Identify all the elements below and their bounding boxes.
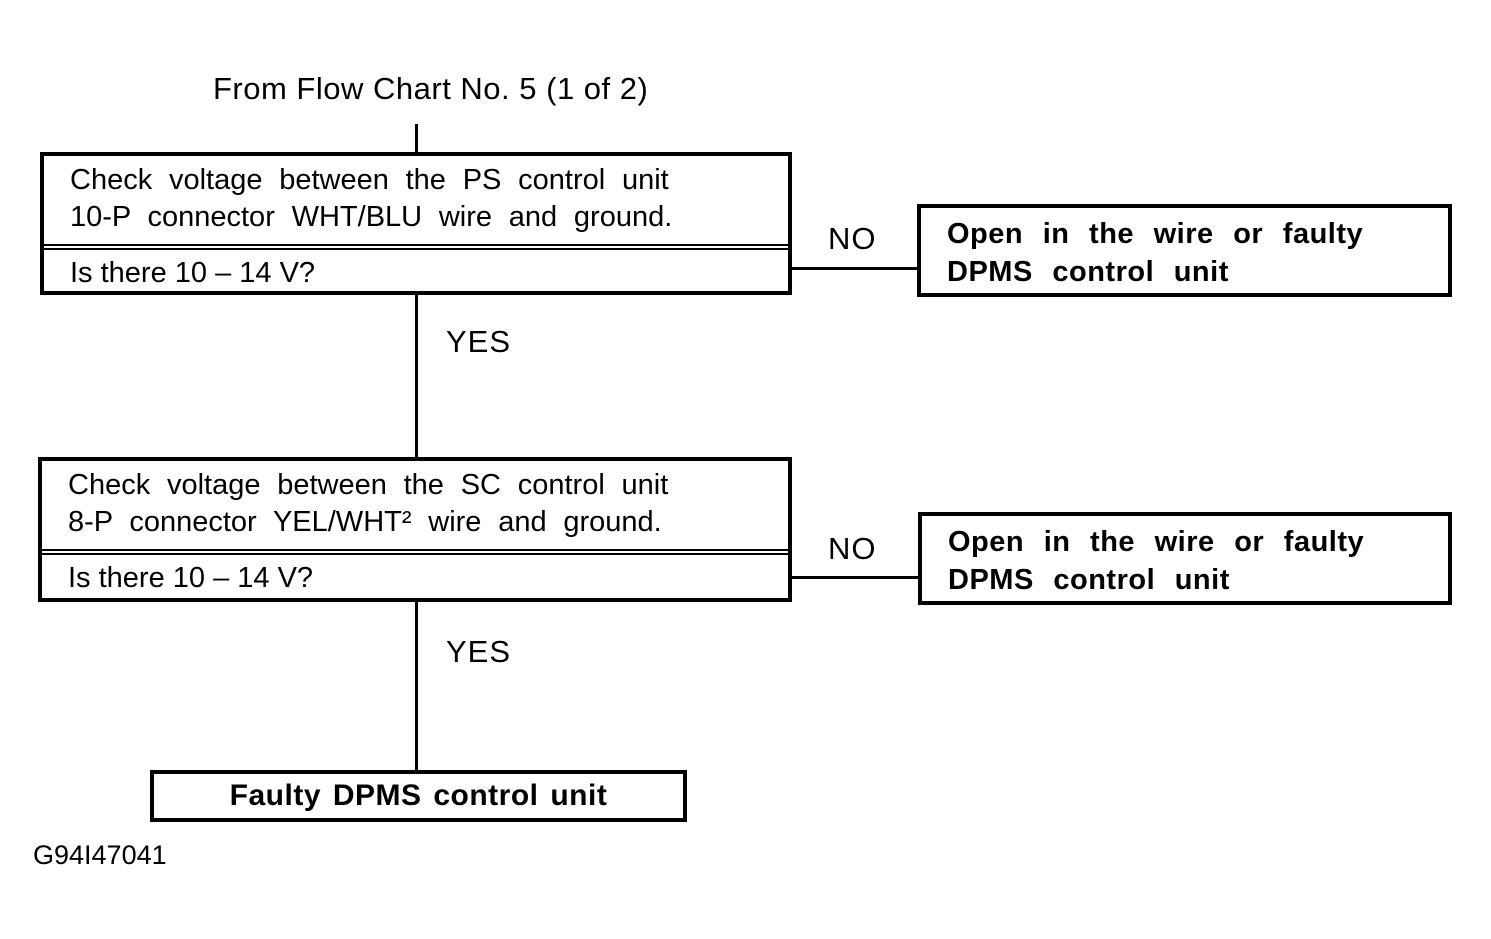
step1-instruction-line2: 10-P connector WHT/BLU wire and ground. [70,201,673,233]
result2-line2: DPMS control unit [948,564,1230,596]
step1-instruction: Check voltage between the PS control uni… [44,156,788,250]
yes-label-step1: YES [446,324,512,359]
step2-instruction: Check voltage between the SC control uni… [42,461,788,555]
step2-question: Is there 10 – 14 V? [68,562,314,594]
decision-box-step2: Check voltage between the SC control uni… [38,457,792,602]
connector-step1-yes [415,295,418,457]
step1-instruction-line1: Check voltage between the PS control uni… [70,164,669,196]
step2-instruction-line2: 8-P connector YEL/WHT² wire and ground. [68,506,662,538]
connector-title-to-step1 [415,124,418,152]
result1-line1: Open in the wire or faulty [947,218,1364,250]
page-title: From Flow Chart No. 5 (1 of 2) [213,71,649,106]
no-label-step1: NO [828,221,877,256]
step1-question: Is there 10 – 14 V? [70,257,316,289]
connector-step2-no [792,576,918,579]
connector-step1-no [792,267,917,270]
final-result-label: Faulty DPMS control unit [229,779,608,812]
result1-line2: DPMS control unit [947,256,1229,288]
decision-box-step1: Check voltage between the PS control uni… [40,152,792,295]
connector-step2-yes [415,602,418,770]
result-box-step2-no: Open in the wire or faulty DPMS control … [918,512,1452,605]
no-label-step2: NO [828,531,877,566]
yes-label-step2: YES [446,634,512,669]
result-box-step1-no: Open in the wire or faulty DPMS control … [917,204,1452,297]
step2-instruction-line1: Check voltage between the SC control uni… [68,469,669,501]
result2-line1: Open in the wire or faulty [948,526,1365,558]
figure-code: G94I47041 [33,840,167,870]
final-result-box: Faulty DPMS control unit [150,770,687,822]
